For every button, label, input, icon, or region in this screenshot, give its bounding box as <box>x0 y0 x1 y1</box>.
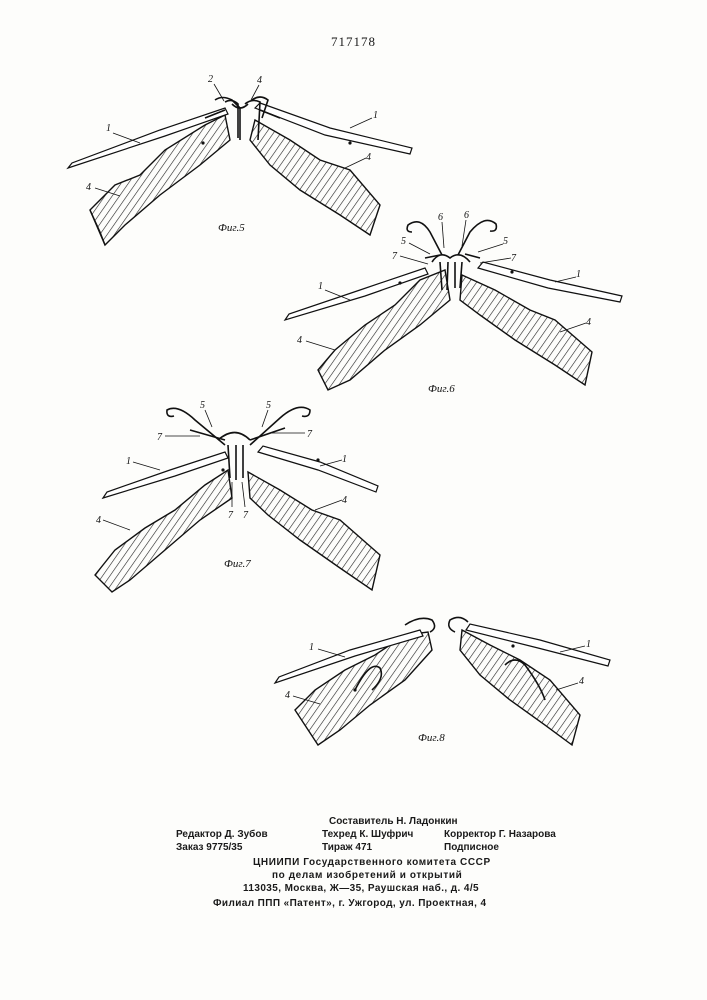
fig6-label-1-left: 1 <box>318 281 323 292</box>
colophon-subscription: Подписное <box>444 841 499 854</box>
fig5-label-4-right: 4 <box>366 152 371 163</box>
colophon-address: 113035, Москва, Ж—35, Раушская наб., д. … <box>243 882 479 895</box>
fig7-label-7-left: 7 <box>157 432 163 443</box>
fig5-label-1-right: 1 <box>373 110 378 121</box>
fig7-label-5-left: 5 <box>200 400 205 411</box>
fig8-caption: Фиг.8 <box>418 732 445 744</box>
fig5-label-4-left: 4 <box>86 182 91 193</box>
fig6-label-5-left: 5 <box>401 236 406 247</box>
fig5-caption: Фиг.5 <box>218 222 245 234</box>
fig6-label-6-right: 6 <box>464 210 469 221</box>
fig5-label-2: 2 <box>208 74 213 85</box>
fig5-label-4: 4 <box>257 75 262 86</box>
figure-7: 5 5 7 7 1 1 7 7 4 4 Фиг.7 <box>95 400 380 592</box>
fig7-label-7-bottom-left: 7 <box>228 510 234 521</box>
fig6-caption: Фиг.6 <box>428 383 455 395</box>
fig8-label-4-right: 4 <box>579 676 584 687</box>
fig7-label-1-right: 1 <box>342 454 347 465</box>
fig7-label-4-right: 4 <box>342 495 347 506</box>
figure-8: 1 1 4 4 Фиг.8 <box>275 617 610 745</box>
fig7-label-5-right: 5 <box>266 400 271 411</box>
fig6-label-7-right: 7 <box>511 253 517 264</box>
fig6-label-6-left: 6 <box>438 212 443 223</box>
fig8-label-1-right: 1 <box>586 639 591 650</box>
figure-6: 6 6 5 5 7 7 1 1 4 4 Фиг.6 <box>285 210 622 395</box>
fig7-label-4-left: 4 <box>96 515 101 526</box>
fig7-caption: Фиг.7 <box>224 558 251 570</box>
colophon-corrector: Корректор Г. Назарова <box>444 828 556 841</box>
colophon-techred: Техред К. Шуфрич <box>322 828 413 841</box>
fig7-label-7-bottom-right: 7 <box>243 510 249 521</box>
colophon-order: Заказ 9775/35 <box>176 841 242 854</box>
fig6-label-4-right: 4 <box>586 317 591 328</box>
colophon-org-line1: ЦНИИПИ Государственного комитета СССР <box>253 856 491 869</box>
fig7-label-1-left: 1 <box>126 456 131 467</box>
colophon-branch: Филиал ППП «Патент», г. Ужгород, ул. Про… <box>213 897 486 910</box>
fig6-label-7-left: 7 <box>392 251 398 262</box>
colophon-compiler: Составитель Н. Ладонкин <box>329 815 458 828</box>
colophon-org-line2: по делам изобретений и открытий <box>272 869 462 882</box>
fig8-label-4-left: 4 <box>285 690 290 701</box>
fig8-label-1-left: 1 <box>309 642 314 653</box>
fig6-label-1-right: 1 <box>576 269 581 280</box>
fig6-label-5-right: 5 <box>503 236 508 247</box>
fig7-label-7-right: 7 <box>307 429 313 440</box>
figure-5: 2 4 1 1 4 4 Фиг.5 <box>68 74 412 245</box>
colophon-editor: Редактор Д. Зубов <box>176 828 268 841</box>
colophon-circulation: Тираж 471 <box>322 841 372 854</box>
fig5-label-1-left: 1 <box>106 123 111 134</box>
fig6-label-4-left: 4 <box>297 335 302 346</box>
